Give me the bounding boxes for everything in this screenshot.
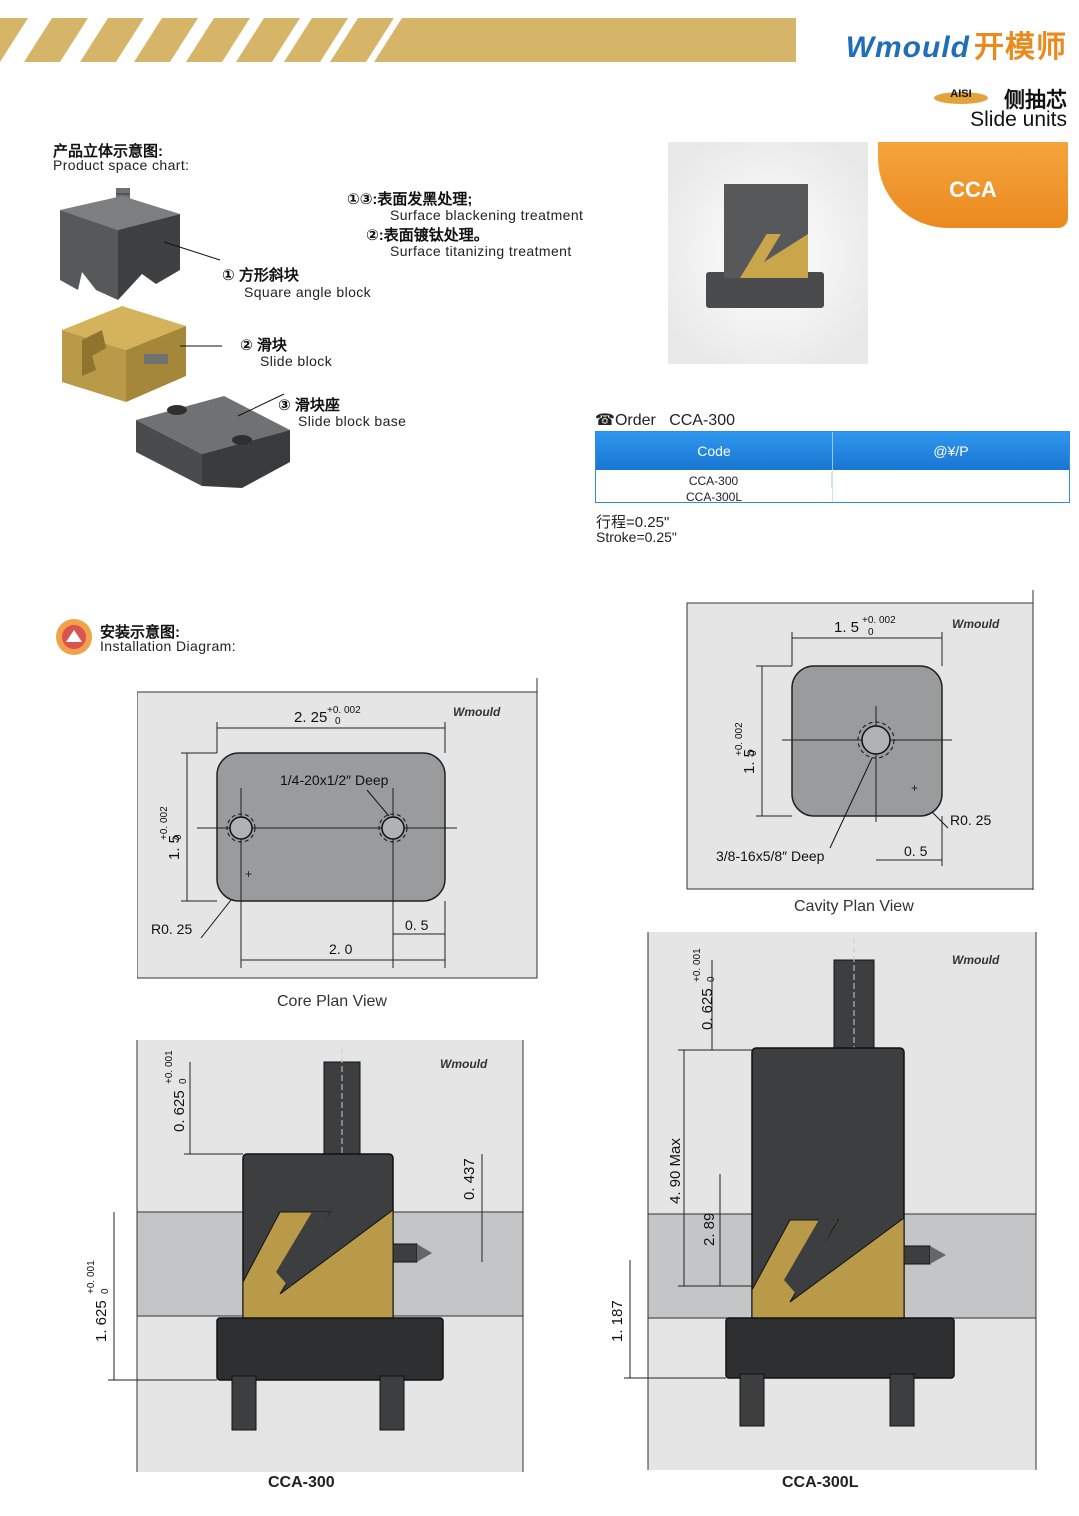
cavity-dim-height: 1. 5 bbox=[741, 749, 758, 774]
cavity-watermark: Wmould bbox=[952, 617, 1000, 631]
installation-title-cn: 安装示意图: bbox=[100, 624, 180, 641]
part-3-cn: ③ 滑块座 bbox=[278, 397, 340, 414]
core-dim-spacing: 2. 0 bbox=[329, 941, 353, 957]
svg-text:0: 0 bbox=[706, 976, 717, 982]
part-1-cn: ① 方形斜块 bbox=[222, 267, 299, 284]
installation-title-en: Installation Diagram: bbox=[100, 638, 237, 654]
exploded-view-illustration bbox=[60, 188, 290, 488]
svg-text:+: + bbox=[245, 867, 252, 881]
treatment-1-cn: ①③:表面发黑处理; bbox=[347, 191, 473, 208]
svg-text:+0. 002: +0. 002 bbox=[327, 705, 361, 716]
cca300-dim-stroke: 0. 437 bbox=[461, 1158, 478, 1200]
cca-300l-label: CCA-300L bbox=[782, 1474, 859, 1491]
treatment-1-en: Surface blackening treatment bbox=[390, 207, 584, 223]
svg-text:+0. 001: +0. 001 bbox=[164, 1050, 175, 1084]
svg-text:0: 0 bbox=[173, 834, 184, 840]
core-plan-view: + 2. 25 +0. 002 0 1. 5 +0. 002 0 1/4-20x… bbox=[137, 678, 538, 979]
cca-300-section-drawing: 0. 625 +0. 001 0 0. 437 1. 625 +0. 001 0… bbox=[86, 1040, 524, 1472]
cca300l-dim-max: 4. 90 Max bbox=[667, 1138, 684, 1204]
aisi-badge-text: AISI bbox=[950, 88, 971, 100]
cavity-dim-thread: 3/8-16x5/8″ Deep bbox=[716, 848, 825, 864]
cca300l-dim-bottom: 1. 187 bbox=[609, 1300, 626, 1342]
stroke-en: Stroke=0.25" bbox=[596, 529, 677, 545]
product-photo bbox=[668, 142, 868, 364]
cavity-plan-caption: Cavity Plan View bbox=[794, 898, 914, 915]
treatment-2-en: Surface titanizing treatment bbox=[390, 243, 572, 259]
svg-text:+0. 002: +0. 002 bbox=[734, 722, 745, 756]
svg-text:+0. 001: +0. 001 bbox=[692, 948, 703, 982]
part-3-en: Slide block base bbox=[298, 413, 407, 429]
cavity-dim-width: 1. 5 bbox=[834, 619, 859, 636]
code-cca-300: CCA-300 bbox=[596, 472, 832, 488]
tab-cca[interactable]: CCA bbox=[878, 142, 1068, 228]
svg-text:0: 0 bbox=[178, 1078, 189, 1084]
svg-text:+0. 002: +0. 002 bbox=[862, 615, 896, 626]
cca300-watermark: Wmould bbox=[440, 1057, 488, 1071]
code-cca-300l: CCA-300L bbox=[685, 490, 743, 504]
part-1-en: Square angle block bbox=[244, 284, 372, 300]
cca300l-dim-top: 0. 625 bbox=[699, 988, 716, 1030]
stroke-cn: 行程=0.25" bbox=[596, 514, 670, 531]
header-banner bbox=[0, 18, 796, 62]
phone-icon: ☎ bbox=[595, 412, 615, 429]
core-dim-height: 1. 5 bbox=[166, 835, 183, 860]
cca300l-dim-mid: 2. 89 bbox=[701, 1213, 718, 1246]
order-model: CCA-300 bbox=[669, 412, 735, 429]
core-dim-radius: R0. 25 bbox=[151, 921, 192, 937]
cca-300l-section-drawing: 0. 625 +0. 001 0 4. 90 Max 2. 89 1. 187 … bbox=[609, 932, 1037, 1470]
cca300-dim-top: 0. 625 bbox=[171, 1090, 188, 1132]
svg-text:+0. 002: +0. 002 bbox=[159, 806, 170, 840]
core-dim-width: 2. 25 bbox=[294, 709, 327, 726]
category-title-en: Slide units bbox=[970, 108, 1067, 131]
cca300l-watermark: Wmould bbox=[952, 953, 1000, 967]
svg-text:0: 0 bbox=[868, 627, 874, 638]
svg-text:0: 0 bbox=[335, 716, 341, 727]
product-chart-title-cn: 产品立体示意图: bbox=[53, 143, 163, 160]
order-line: ☎Order CCA-300 bbox=[595, 412, 735, 429]
installation-badge-icon bbox=[56, 619, 92, 655]
core-watermark: Wmould bbox=[453, 705, 501, 719]
aisi-badge-icon: AISI bbox=[934, 88, 988, 104]
cavity-plan-view: + 1. 5 +0. 002 0 1. 5 +0. 002 0 R0. 25 3… bbox=[686, 590, 1034, 890]
table-row-codes: CCA-300 CCA-300L bbox=[596, 470, 833, 504]
treatment-2-cn: ②:表面镀钛处理。 bbox=[366, 227, 489, 244]
order-table: Code @¥/P CCA-300 CCA-300L bbox=[595, 431, 1070, 504]
product-chart-title-en: Product space chart: bbox=[53, 157, 190, 173]
cca300-dim-bottom: 1. 625 bbox=[93, 1300, 110, 1342]
part-2-en: Slide block bbox=[260, 353, 333, 369]
svg-text:0: 0 bbox=[748, 750, 759, 756]
table-cell-price bbox=[833, 470, 1069, 502]
cavity-dim-edge: 0. 5 bbox=[904, 843, 928, 859]
svg-text:+: + bbox=[911, 781, 918, 795]
cca-300-label: CCA-300 bbox=[268, 1474, 335, 1491]
table-header-price: @¥/P bbox=[933, 443, 969, 459]
cavity-dim-radius: R0. 25 bbox=[950, 812, 991, 828]
core-dim-edge: 0. 5 bbox=[405, 917, 429, 933]
category-title-cn: 侧抽芯 bbox=[1004, 89, 1067, 112]
svg-text:+0. 001: +0. 001 bbox=[86, 1260, 97, 1294]
part-2-cn: ② 滑块 bbox=[240, 337, 287, 354]
svg-text:0: 0 bbox=[100, 1288, 111, 1294]
table-header-code: Code bbox=[596, 432, 833, 470]
core-plan-caption: Core Plan View bbox=[277, 993, 387, 1010]
core-dim-thread: 1/4-20x1/2″ Deep bbox=[280, 772, 389, 788]
